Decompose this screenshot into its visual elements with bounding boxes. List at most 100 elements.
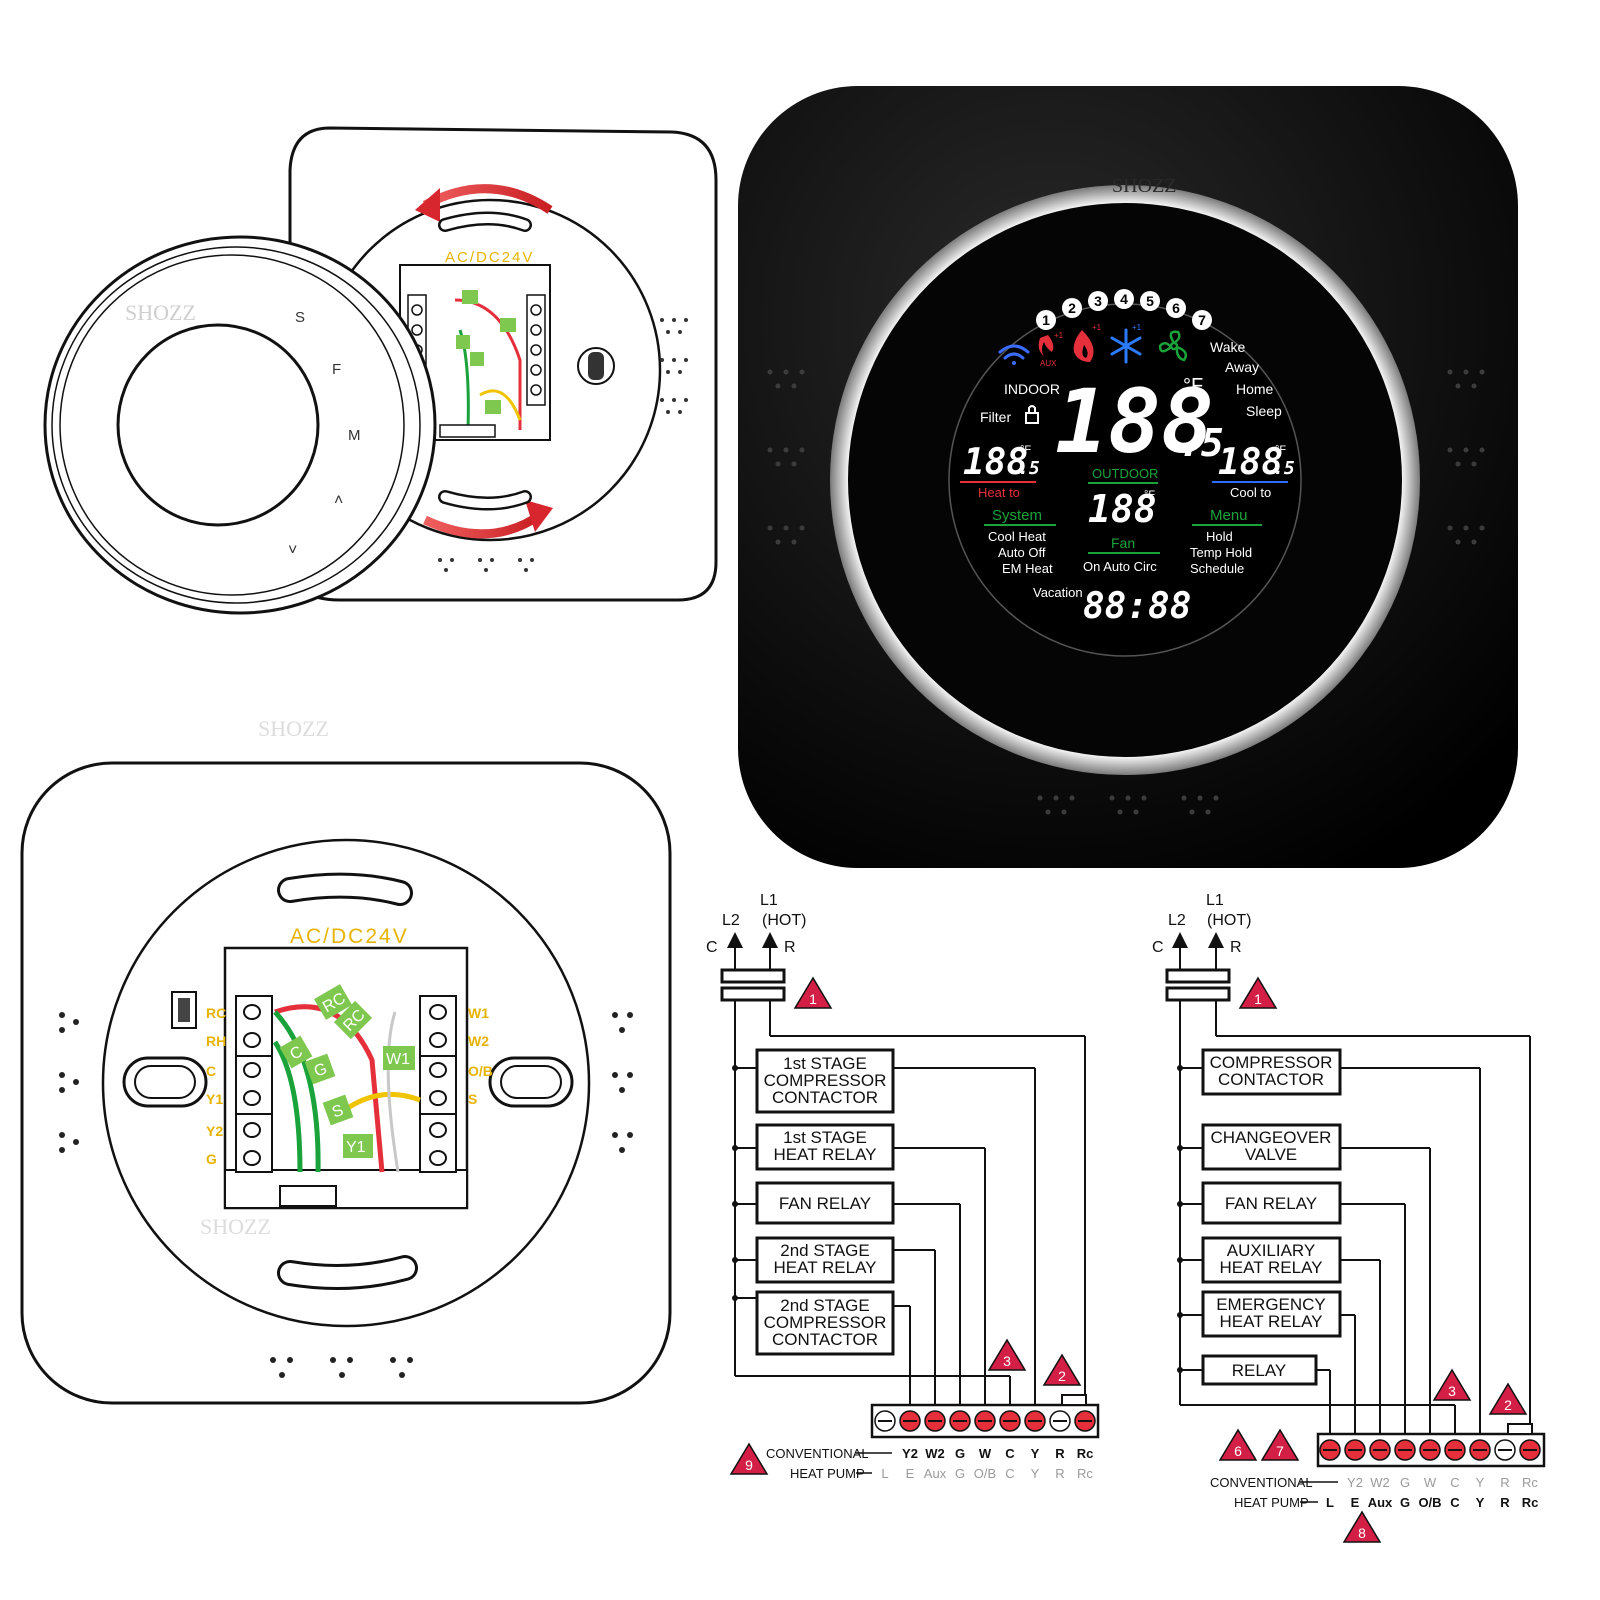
voltage-label-bottom: AC/DC24V [290,925,409,948]
wl-conv-c: C [1005,1446,1015,1461]
wr-box4-line1: AUXILIARY [1227,1241,1316,1260]
aux-flame-icon: AUX +1 [1038,331,1064,368]
wl-r: R [784,939,796,956]
wl-c: C [706,939,718,956]
indoor-temp-decimal: .5 [1178,421,1224,465]
wl-hp-rc: Rc [1077,1466,1093,1481]
svg-text:2: 2 [1504,1397,1512,1413]
wr-conv-w2: W2 [1370,1475,1390,1490]
wr-warning-1: 1 [1238,976,1278,1009]
thermostat-device: SHOZZ 1 2 3 4 5 6 [738,86,1518,868]
heat-to-decimal: .5 [1018,458,1040,479]
wl-l2: L2 [722,912,740,929]
vacation-label: Vacation [1033,585,1083,600]
heat-to-label: Heat to [978,485,1020,500]
wr-warning-7: 7 [1260,1428,1300,1461]
voltage-label-top: AC/DC24V [445,249,534,266]
lock-icon [1025,405,1039,424]
wl-conv-y2: Y2 [902,1446,918,1461]
term-g: G [206,1151,217,1167]
wr-box3-line1: FAN RELAY [1225,1194,1317,1213]
wl-hot: (HOT) [762,912,806,929]
cool-plus-one: +1 [1132,323,1142,332]
wl-box3-line1: FAN RELAY [779,1194,871,1213]
term-w2: W2 [468,1033,489,1049]
wl-l1: L1 [760,892,778,909]
wl-hp-y: Y [1031,1466,1040,1481]
wl-conventional-label: CONVENTIONAL [766,1446,869,1461]
wl-warning-9: 9 [729,1442,769,1475]
wr-box1-line1: COMPRESSOR [1210,1053,1333,1072]
wr-warning-8: 8 [1342,1510,1382,1543]
wl-box2-line2: HEAT RELAY [774,1145,877,1164]
cool-to-decimal: .5 [1273,458,1295,479]
s-button-label: S [295,309,305,326]
wr-hp-g: G [1400,1495,1410,1510]
arrow-head-top [415,188,440,222]
wr-conv-g: G [1400,1475,1410,1490]
wl-conv-y: Y [1031,1446,1040,1461]
wl-box1-line2: COMPRESSOR [764,1071,887,1090]
wl-heatpump-label: HEAT PUMP [790,1466,865,1481]
system-opt-cool-heat: Cool Heat [988,529,1046,544]
fan-options: On Auto Circ [1083,559,1157,574]
tag-y1: Y1 [346,1139,366,1156]
snowflake-icon: +1 [1110,323,1142,364]
term-y2: Y2 [206,1123,223,1139]
term-c: C [206,1063,216,1079]
wiring-diagram-conventional: L1 (HOT) L2 C R [706,892,1100,1481]
indoor-unit: °F [1183,375,1203,397]
wr-hp-ob: O/B [1418,1495,1441,1510]
svg-text:8: 8 [1358,1525,1366,1541]
wl-hp-ob: O/B [974,1466,996,1481]
outdoor-digits: 188 [1088,487,1157,531]
system-opt-em-heat: EM Heat [1002,561,1053,576]
wr-box2-line1: CHANGEOVER [1211,1128,1332,1147]
zone-6: 6 [1172,300,1180,316]
front-plate-screen [116,323,320,527]
wr-box2-line2: VALVE [1245,1145,1297,1164]
heat-to-unit: °F [1020,444,1031,456]
clock-digits: 88:88 [1083,586,1191,627]
term-rh: RH [206,1033,226,1049]
wr-conv-y: Y [1476,1475,1485,1490]
heat-to-digits: 188 [963,442,1028,483]
aux-plus-one: +1 [1054,331,1064,340]
heat-plus-one: +1 [1092,323,1102,332]
wl-warning-3: 3 [987,1338,1027,1371]
wr-conv-r: R [1500,1475,1509,1490]
svg-text:2: 2 [1058,1368,1066,1384]
system-label: System [992,507,1042,524]
wr-box6-line1: RELAY [1232,1361,1287,1380]
schedule-wake: Wake [1210,339,1245,355]
wl-box2-line1: 1st STAGE [783,1128,867,1147]
aux-label: AUX [1040,359,1057,368]
svg-text:1: 1 [809,991,817,1007]
down-chevron-icon: ˅ [288,542,297,559]
svg-text:3: 3 [1003,1353,1011,1369]
wr-hp-r: R [1500,1495,1510,1510]
term-ob: O/B [468,1063,493,1079]
schedule-sleep: Sleep [1246,403,1282,419]
menu-opt-hold: Hold [1206,529,1233,544]
wr-heatpump-label: HEAT PUMP [1234,1495,1309,1510]
wl-box1-line3: CONTACTOR [772,1088,878,1107]
wr-hot: (HOT) [1207,912,1251,929]
term-y1: Y1 [206,1091,223,1107]
wr-conv-y2: Y2 [1347,1475,1363,1490]
wr-box1-line2: CONTACTOR [1218,1070,1324,1089]
up-chevron-icon: ˄ [334,492,343,509]
wr-hp-e: E [1351,1495,1360,1510]
wl-hp-g: G [955,1466,965,1481]
term-rc: RC [206,1005,226,1021]
wl-hp-c: C [1005,1466,1014,1481]
indoor-label: INDOOR [1004,381,1060,397]
wr-l2: L2 [1168,912,1186,929]
bottom-left-backplate: SHOZZ AC/DC24V [20,716,672,1405]
fan-label: Fan [1111,535,1135,551]
wl-hp-r: R [1055,1466,1064,1481]
schedule-home: Home [1236,381,1274,397]
wiring-diagram-heatpump: L1 (HOT) L2 C R [1152,892,1546,1543]
watermark-panel: SHOZZ [1112,175,1176,197]
